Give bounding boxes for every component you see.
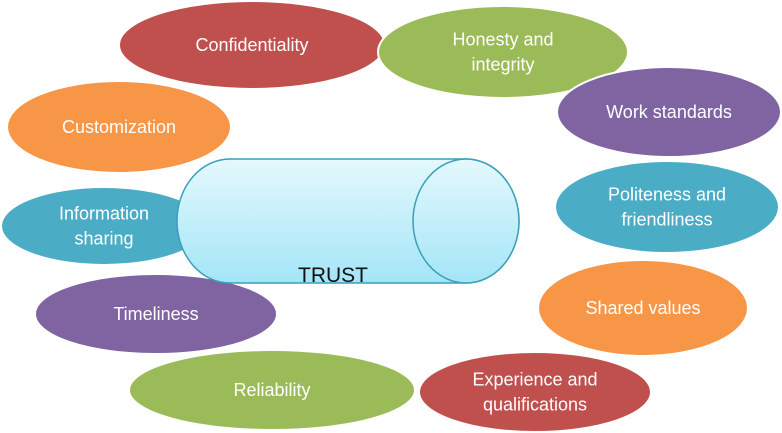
factor-confidentiality: Confidentiality — [118, 0, 386, 90]
factor-bubble — [0, 186, 208, 266]
factor-label: Timeliness — [113, 304, 198, 324]
factor-label: Politeness and — [608, 185, 726, 205]
factor-label: qualifications — [483, 395, 587, 415]
factor-reliability: Reliability — [128, 349, 416, 431]
factor-bubble — [418, 351, 652, 433]
factor-bubble — [34, 273, 278, 355]
factor-experience: Experience and qualifications — [418, 351, 652, 433]
factor-shared-values: Shared values — [537, 259, 749, 357]
factor-honesty: Honesty and integrity — [377, 5, 629, 99]
factor-label: Work standards — [606, 102, 732, 122]
trust-label: TRUST — [298, 264, 368, 287]
factor-label: friendliness — [621, 210, 712, 230]
factor-customization: Customization — [6, 80, 232, 174]
factor-timeliness: Timeliness — [34, 273, 278, 355]
factor-bubble — [554, 160, 780, 254]
trust-cylinder: TRUST — [176, 158, 520, 287]
factor-label: Information — [59, 204, 149, 224]
factor-bubble — [6, 80, 232, 174]
factor-information-sharing: Information sharing — [0, 186, 208, 266]
factor-label: Experience and — [472, 370, 597, 390]
factor-label: Reliability — [233, 380, 310, 400]
factor-label: sharing — [74, 229, 133, 249]
factor-label: Confidentiality — [195, 35, 308, 55]
factor-work-standards: Work standards — [556, 66, 782, 158]
factor-bubble — [537, 259, 749, 357]
factor-bubble — [128, 349, 416, 431]
factor-label: Customization — [62, 117, 176, 137]
factor-politeness: Politeness and friendliness — [554, 160, 780, 254]
factor-bubble — [377, 5, 629, 99]
factor-label: Honesty and — [452, 30, 553, 50]
cylinder-end-cap — [412, 158, 520, 284]
factor-label: integrity — [471, 55, 534, 75]
factor-bubble — [556, 66, 782, 158]
factor-label: Shared values — [585, 298, 700, 318]
